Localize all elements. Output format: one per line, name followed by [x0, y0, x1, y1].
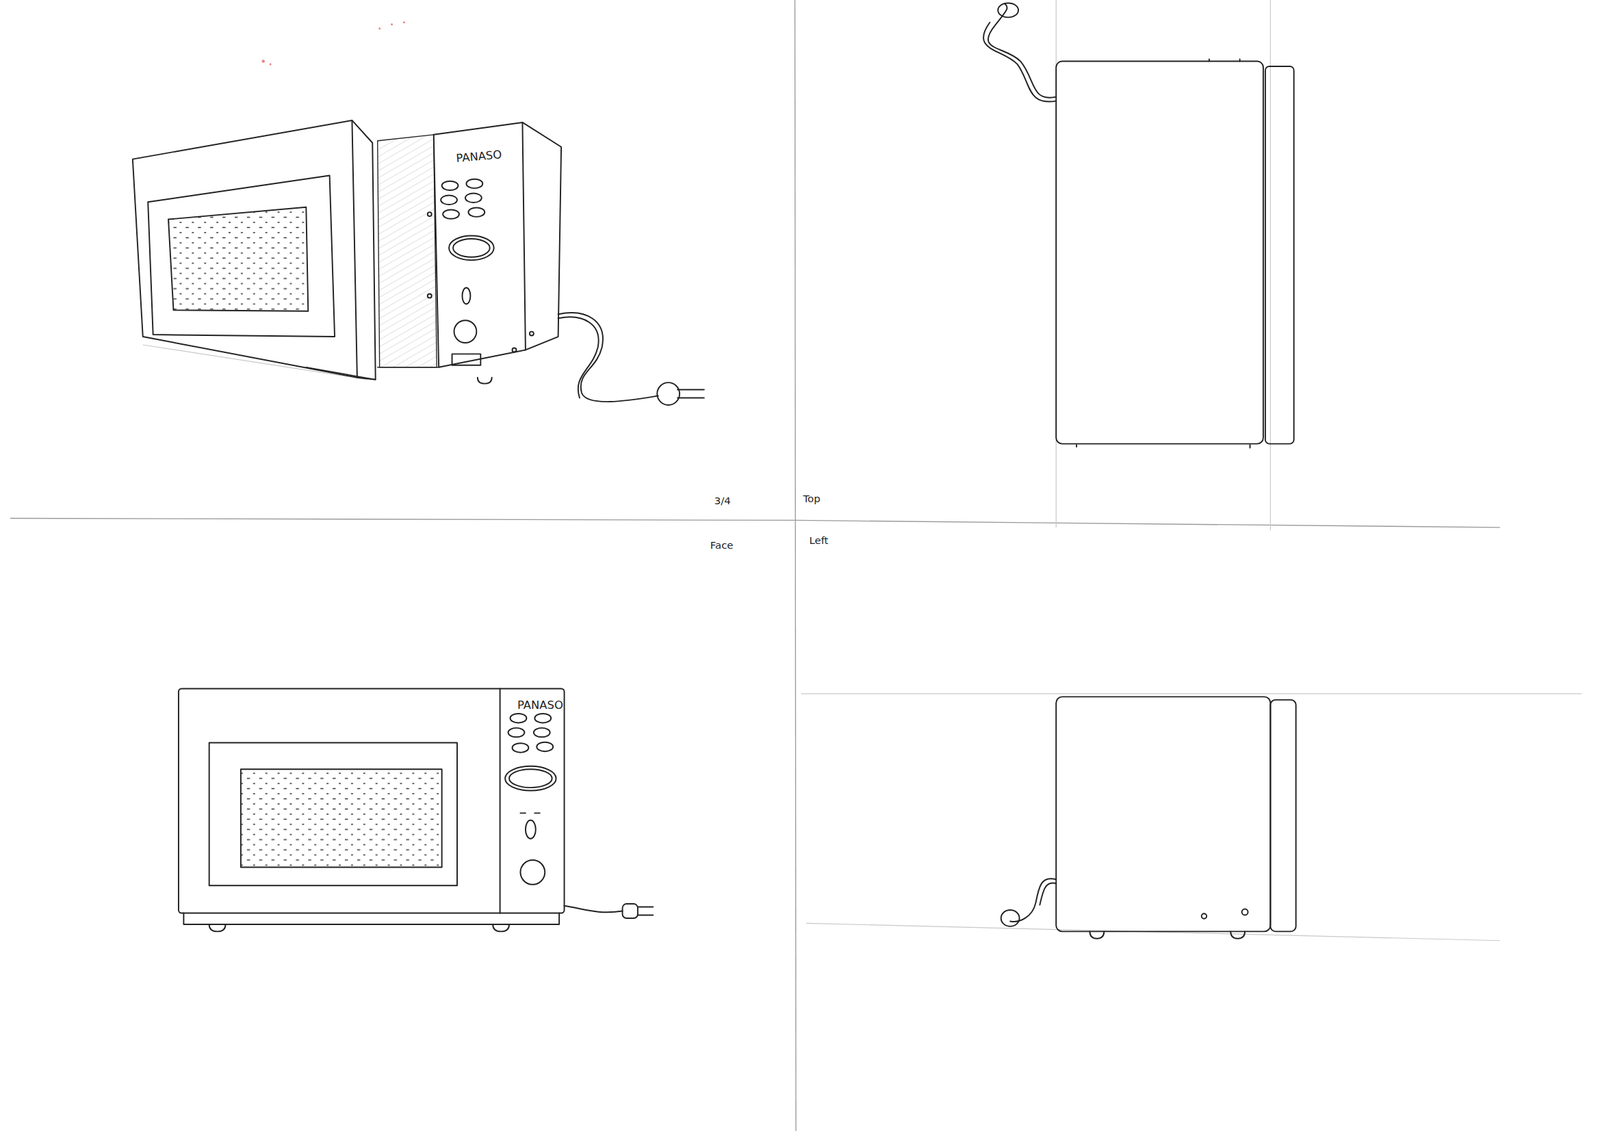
view-label: Face: [710, 540, 734, 551]
view-label: Top: [802, 494, 820, 505]
view-label: 3/4: [714, 496, 731, 507]
brand-name: PANASO: [455, 149, 503, 165]
view-label: Left: [808, 535, 829, 547]
brand-name: PANASO: [517, 700, 564, 712]
